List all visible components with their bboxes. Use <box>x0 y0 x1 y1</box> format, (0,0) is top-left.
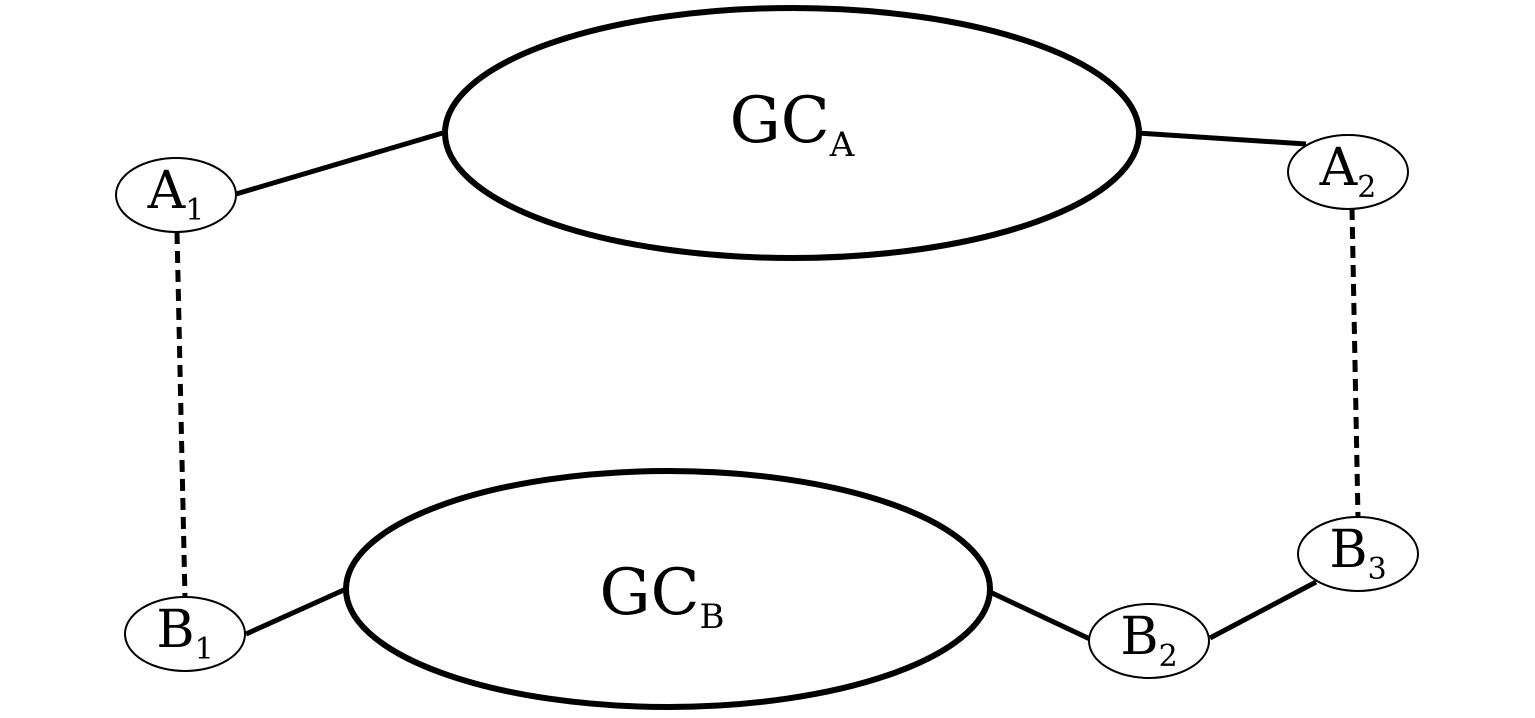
node-a2-ellipse <box>1287 134 1409 210</box>
node-b3-ellipse <box>1297 516 1419 592</box>
cluster-gcb-label: GCB <box>599 556 724 637</box>
cluster-gcb: GCB <box>343 468 993 710</box>
node-a1: A1 <box>115 157 237 233</box>
node-b1-ellipse <box>124 596 246 672</box>
node-a2-label: A2 <box>1319 138 1377 205</box>
edge-a1-gca <box>235 129 447 197</box>
cluster-gca: GCA <box>442 5 1142 261</box>
edge-b1-gcb <box>244 586 348 637</box>
cluster-gca-label: GCA <box>730 84 855 165</box>
edge-a2-b3-dashed <box>1349 207 1361 519</box>
node-b2-ellipse <box>1088 603 1210 679</box>
cluster-gca-ellipse <box>442 5 1142 261</box>
edge-a1-b1-dashed <box>174 231 188 599</box>
cluster-gcb-ellipse <box>343 468 993 710</box>
node-b2-label: B2 <box>1120 607 1177 674</box>
node-b3: B3 <box>1297 516 1419 592</box>
node-a1-label: A1 <box>147 161 205 228</box>
node-b1-label: B1 <box>156 600 213 667</box>
node-b2: B2 <box>1088 603 1210 679</box>
edge-gca-a2 <box>1137 130 1307 147</box>
node-b1: B1 <box>124 596 246 672</box>
edge-gcb-b2 <box>988 589 1094 643</box>
node-b3-label: B3 <box>1329 520 1386 587</box>
node-a1-ellipse <box>115 157 237 233</box>
node-a2: A2 <box>1287 134 1409 210</box>
edge-b2-b3 <box>1208 579 1318 641</box>
